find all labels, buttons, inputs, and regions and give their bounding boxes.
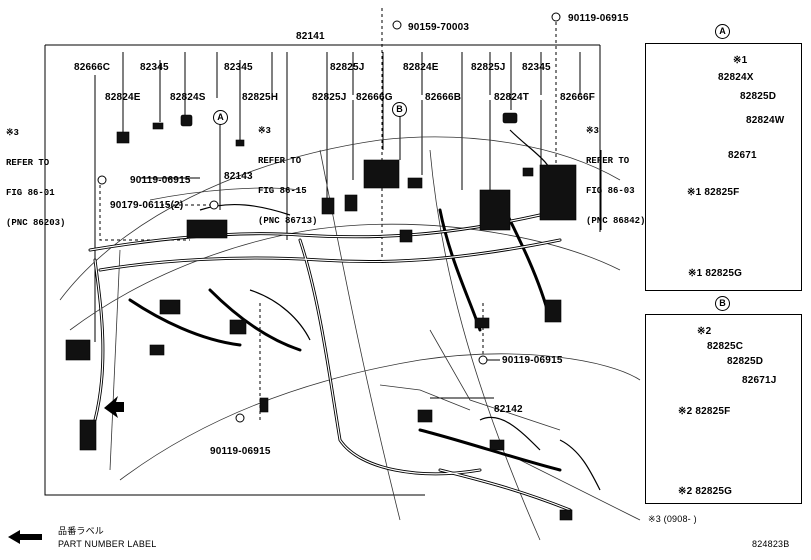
panel-a-block-top-label: ※1 82825F: [687, 187, 740, 198]
part-label-82142: 82142: [494, 404, 523, 415]
part-label-82345-a: 82345: [140, 62, 169, 73]
bolt-label-90179-06115: 90179-06115(2): [110, 200, 184, 211]
part-number-label-en: PART NUMBER LABEL: [58, 539, 157, 549]
part-label-82824e-a: 82824E: [105, 92, 141, 103]
part-label-82825j-c: 82825J: [471, 62, 506, 73]
part-label-82825j-b: 82825J: [312, 92, 347, 103]
bolt-label-90159-70003: 90159-70003: [408, 22, 470, 33]
panel-b-item-82825c: 82825C: [707, 341, 744, 352]
panel-a-item-82824x: 82824X: [718, 72, 754, 83]
part-label-82825h: 82825H: [242, 92, 279, 103]
reference-note-86-01: ※3 REFER TO FIG 86-01 (PNC 86203): [6, 128, 66, 228]
panel-b-marker: B: [715, 296, 730, 311]
panel-b-block-bottom-label: ※2 82825G: [678, 486, 733, 497]
panel-b-item-note2: ※2: [697, 326, 712, 337]
part-label-82666b: 82666B: [425, 92, 462, 103]
panel-b-block-top-label: ※2 82825F: [678, 406, 731, 417]
detail-panel-b: [645, 314, 802, 504]
part-label-82824s: 82824S: [170, 92, 206, 103]
part-label-82666c: 82666C: [74, 62, 111, 73]
reference-note-86-03: ※3 REFER TO FIG 86-03 (PNC 86842): [586, 126, 646, 226]
panel-a-item-82825d: 82825D: [740, 91, 777, 102]
bolt-label-90119-top: 90119-06915: [568, 13, 629, 24]
panel-a-item-note1: ※1: [733, 55, 748, 66]
panel-a-marker: A: [715, 24, 730, 39]
panel-b-item-82825d: 82825D: [727, 356, 764, 367]
footnote-3: ※3 (0908- ): [648, 514, 697, 524]
panel-b-item-82671j: 82671J: [742, 375, 777, 386]
part-label-82345-b: 82345: [224, 62, 253, 73]
bolt-label-90119-left: 90119-06915: [130, 175, 191, 186]
bolt-label-90119-bottom: 90119-06915: [210, 446, 271, 457]
figure-id: 824823B: [752, 539, 790, 549]
detail-marker-b[interactable]: B: [392, 102, 407, 117]
panel-a-item-82671: 82671: [728, 150, 757, 161]
main-assembly-label: 82141: [296, 31, 325, 42]
reference-note-86-15: ※3 REFER TO FIG 86-15 (PNC 86713): [258, 126, 318, 226]
part-label-82345-c: 82345: [522, 62, 551, 73]
bolt-label-90119-right: 90119-06915: [502, 355, 563, 366]
part-label-82824e-b: 82824E: [403, 62, 439, 73]
part-label-82666g: 82666G: [356, 92, 393, 103]
part-label-82143: 82143: [224, 171, 253, 182]
part-number-label-jp: 品番ラベル: [58, 526, 105, 536]
panel-a-item-82824w: 82824W: [746, 115, 785, 126]
detail-panel-a: [645, 43, 802, 291]
part-label-82824t: 82824T: [494, 92, 530, 103]
part-label-82825j-a: 82825J: [330, 62, 365, 73]
detail-marker-a[interactable]: A: [213, 110, 228, 125]
panel-a-block-bottom-label: ※1 82825G: [688, 268, 743, 279]
part-label-82666f: 82666F: [560, 92, 596, 103]
